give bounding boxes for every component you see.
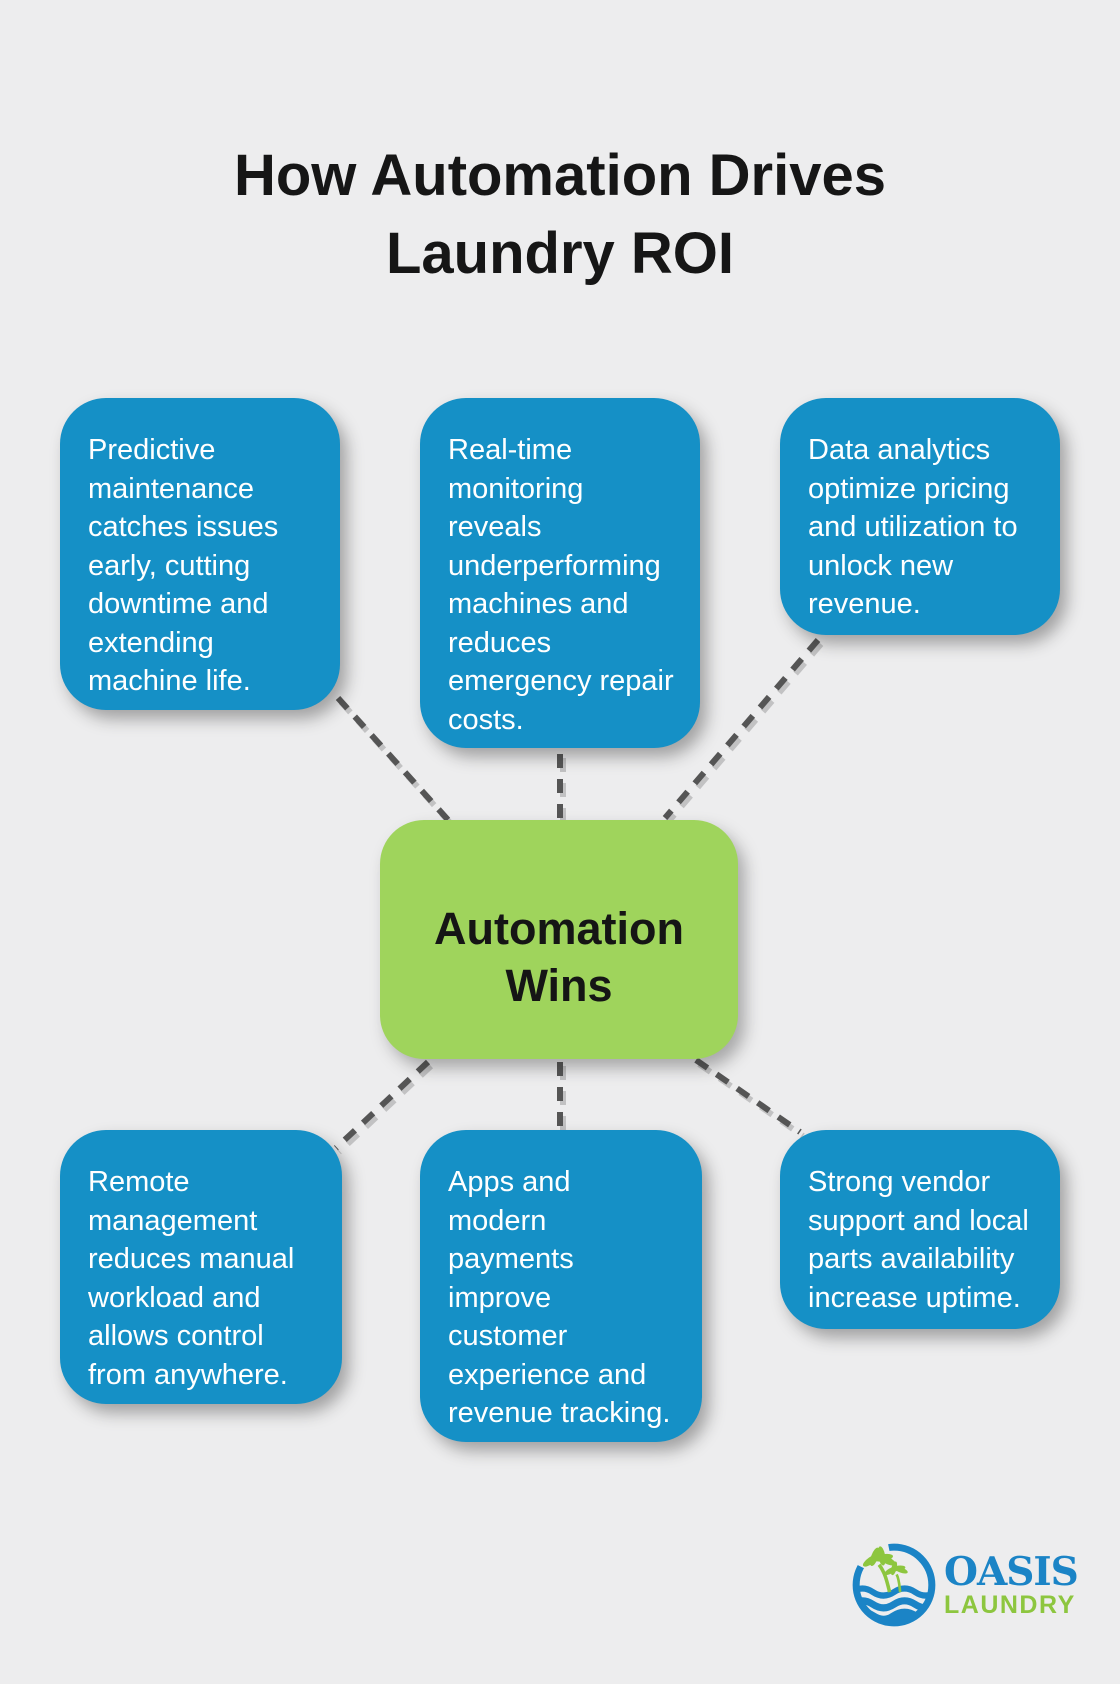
connector-top-left <box>335 695 453 825</box>
center-box-line-2: Wins <box>505 959 613 1011</box>
text-line: parts availability <box>808 1243 1015 1275</box>
text-line: Predictive <box>88 434 216 466</box>
text-line: monitoring <box>448 472 584 505</box>
text-line: experience and <box>448 1358 647 1391</box>
text-line: and utilization to <box>808 511 1018 543</box>
text-line: payments <box>448 1243 574 1275</box>
text-line: underperforming <box>448 549 661 582</box>
text-line: allows control <box>88 1320 264 1352</box>
text-line: Apps and <box>448 1166 571 1198</box>
text-line: early, cutting <box>88 549 251 582</box>
text-line: downtime and <box>88 588 269 620</box>
text-line: catches issues <box>88 511 279 543</box>
page-title-line-2: Laundry ROI <box>385 220 735 286</box>
benefit-box-real-time-monitoring: Real-time monitoring reveals underperformin… <box>420 398 700 748</box>
benefit-box-apps-and-payments: Apps and modern payments improve customer exp… <box>420 1130 702 1442</box>
logo-sub-text: LAUNDRY <box>944 1590 1076 1619</box>
connector-bottom-right <box>694 1057 802 1135</box>
benefit-box-vendor-support: Strong vendor support and local parts avai… <box>780 1130 1060 1329</box>
benefit-box-data-analytics: Data analytics optimize pricing and utiliz… <box>780 398 1060 635</box>
page-title: How Automation Drives Laundry ROI <box>0 137 1120 293</box>
palm-trees <box>862 1546 908 1593</box>
page-title-line-1: How Automation Drives <box>233 142 887 208</box>
text-line: Real-time <box>448 434 573 466</box>
text-line: extending <box>88 626 214 659</box>
text-line: modern <box>448 1204 547 1237</box>
text-line: increase uptime. <box>808 1281 1021 1314</box>
text-line: machines and <box>448 588 629 620</box>
text-line: Data analytics <box>808 434 991 466</box>
text-line: Remote <box>88 1166 190 1198</box>
palm-island-waves-icon <box>852 1541 936 1627</box>
logo-brand-text: OASIS <box>944 1548 1079 1595</box>
text-line: reduces manual <box>88 1243 295 1275</box>
text-line: Strong vendor <box>808 1166 991 1198</box>
text-line: costs. <box>448 703 524 736</box>
text-line: workload and <box>88 1281 261 1314</box>
text-line: management <box>88 1204 258 1237</box>
benefit-box-predictive-maintenance: Predictive maintenance catches issues early… <box>60 398 340 710</box>
center-box-line-1: Automation <box>434 902 684 954</box>
text-line: customer <box>448 1320 568 1352</box>
text-line: emergency repair <box>448 665 674 697</box>
text-line: machine life. <box>88 665 251 697</box>
text-line: revenue tracking. <box>448 1397 671 1429</box>
text-line: improve <box>448 1281 552 1314</box>
center-box-automation-wins: Automation Wins <box>380 820 738 1059</box>
logo-text: OASIS LAUNDRY <box>944 1548 1079 1619</box>
text-line: unlock new <box>808 549 954 582</box>
benefit-box-remote-management: Remote management reduces manual workload a… <box>60 1130 342 1404</box>
text-line: reveals <box>448 511 542 543</box>
text-line: support and local <box>808 1204 1029 1237</box>
text-line: revenue. <box>808 588 921 620</box>
text-line: maintenance <box>88 472 255 505</box>
text-line: reduces <box>448 626 552 659</box>
connector-bottom-left <box>333 1059 431 1151</box>
oasis-laundry-logo: OASIS LAUNDRY <box>850 1541 1079 1629</box>
text-line: from anywhere. <box>88 1358 288 1391</box>
text-line: optimize pricing <box>808 472 1010 505</box>
